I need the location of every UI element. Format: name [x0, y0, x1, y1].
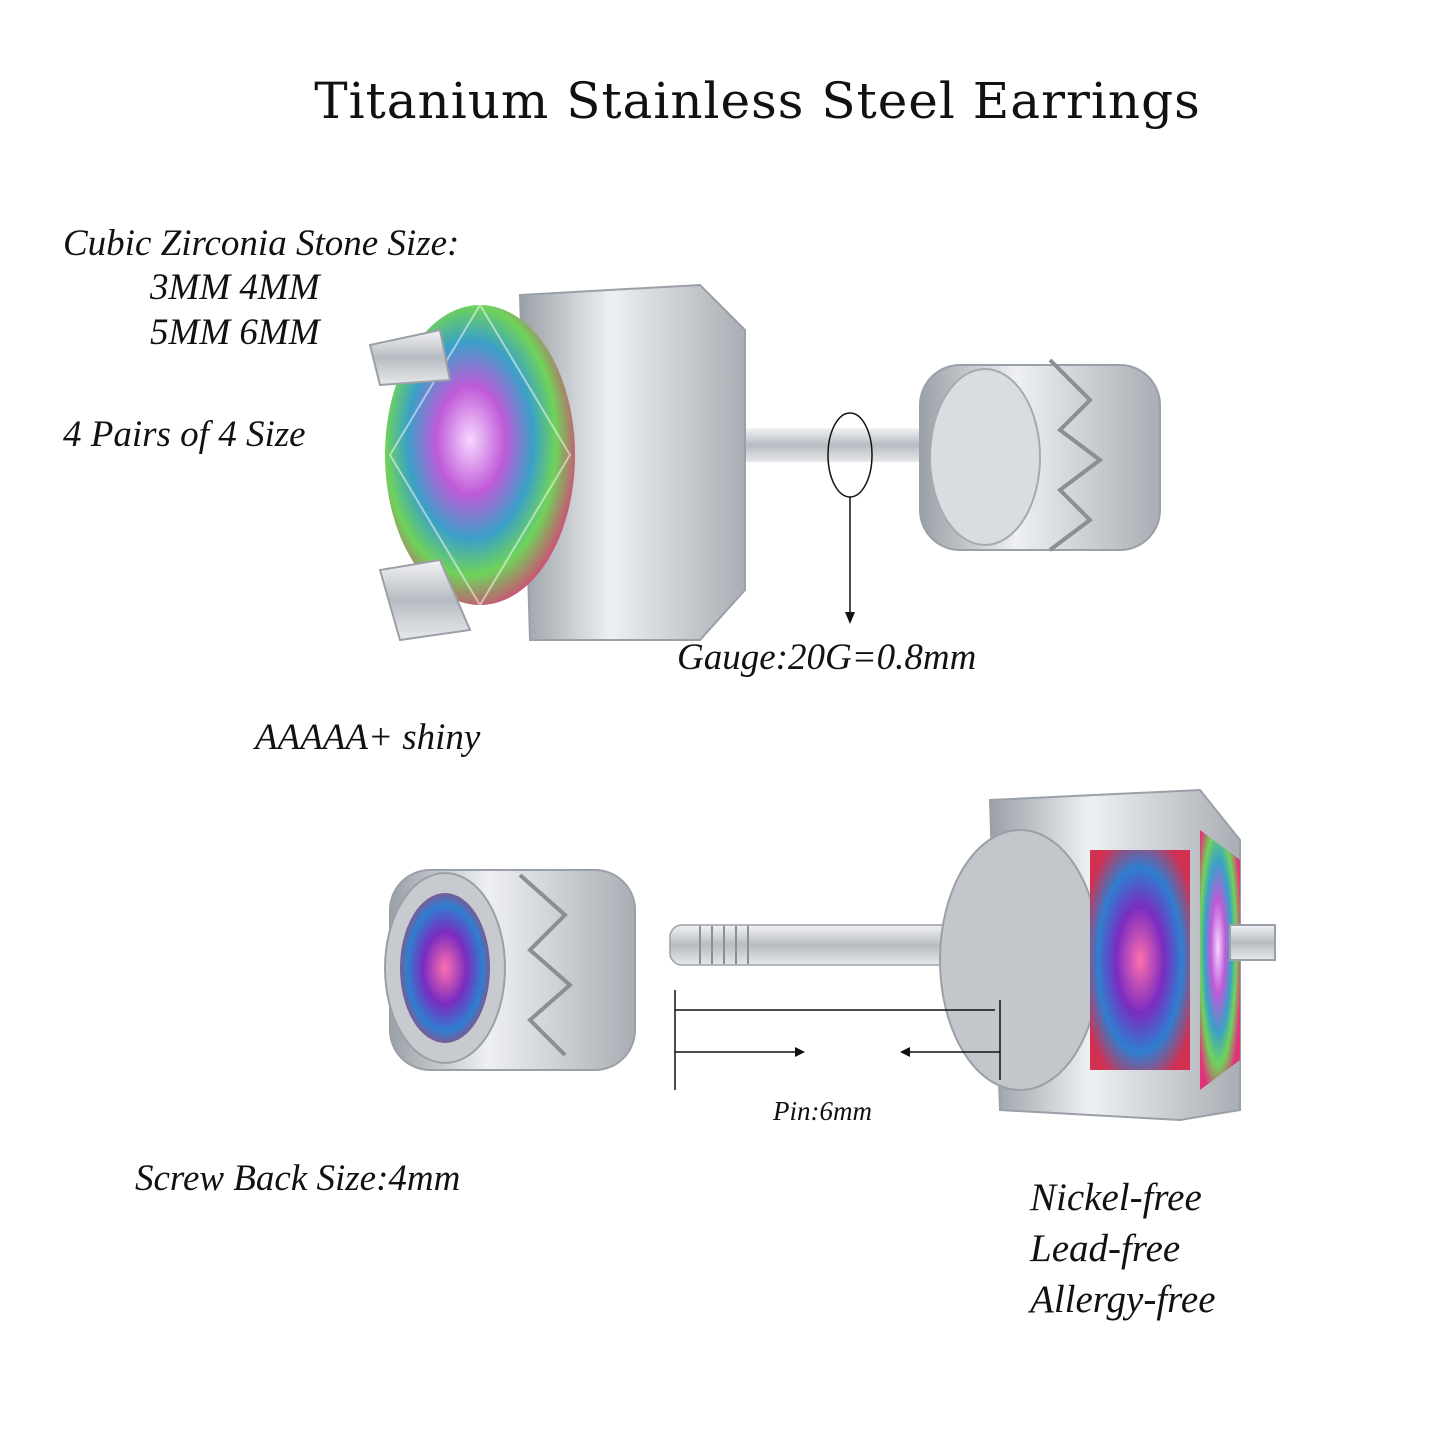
quality-label: AAAAA+ shiny: [255, 717, 481, 758]
top-prong-upper: [368, 328, 452, 387]
bottom-prong: [1229, 924, 1276, 961]
stone-size-label: Cubic Zirconia Stone Size:: [63, 223, 460, 264]
page-title: Titanium Stainless Steel Earrings: [314, 72, 1201, 130]
pin-dimension: [674, 990, 1001, 1090]
feature-lead-free: Lead-free: [1030, 1227, 1181, 1270]
pairs-label: 4 Pairs of 4 Size: [63, 414, 306, 455]
screw-back-size-label: Screw Back Size:4mm: [135, 1158, 461, 1199]
gauge-label: Gauge:20G=0.8mm: [677, 637, 977, 678]
bottom-screw-back: [384, 869, 636, 1071]
stone-sizes-line-1: 3MM 4MM: [150, 267, 320, 308]
pin-length-label: Pin:6mm: [773, 1096, 872, 1126]
top-post: [740, 428, 940, 462]
top-prong-lower: [378, 558, 472, 642]
bottom-stud-earring: [669, 788, 1276, 1122]
bottom-gem: [1090, 850, 1190, 1070]
feature-allergy-free: Allergy-free: [1030, 1278, 1216, 1321]
top-stud-earring: [368, 283, 1161, 642]
stone-sizes-line-2: 5MM 6MM: [150, 312, 320, 353]
feature-nickel-free: Nickel-free: [1030, 1176, 1202, 1219]
screw-back-gem: [400, 893, 490, 1043]
top-setting: [518, 283, 746, 641]
